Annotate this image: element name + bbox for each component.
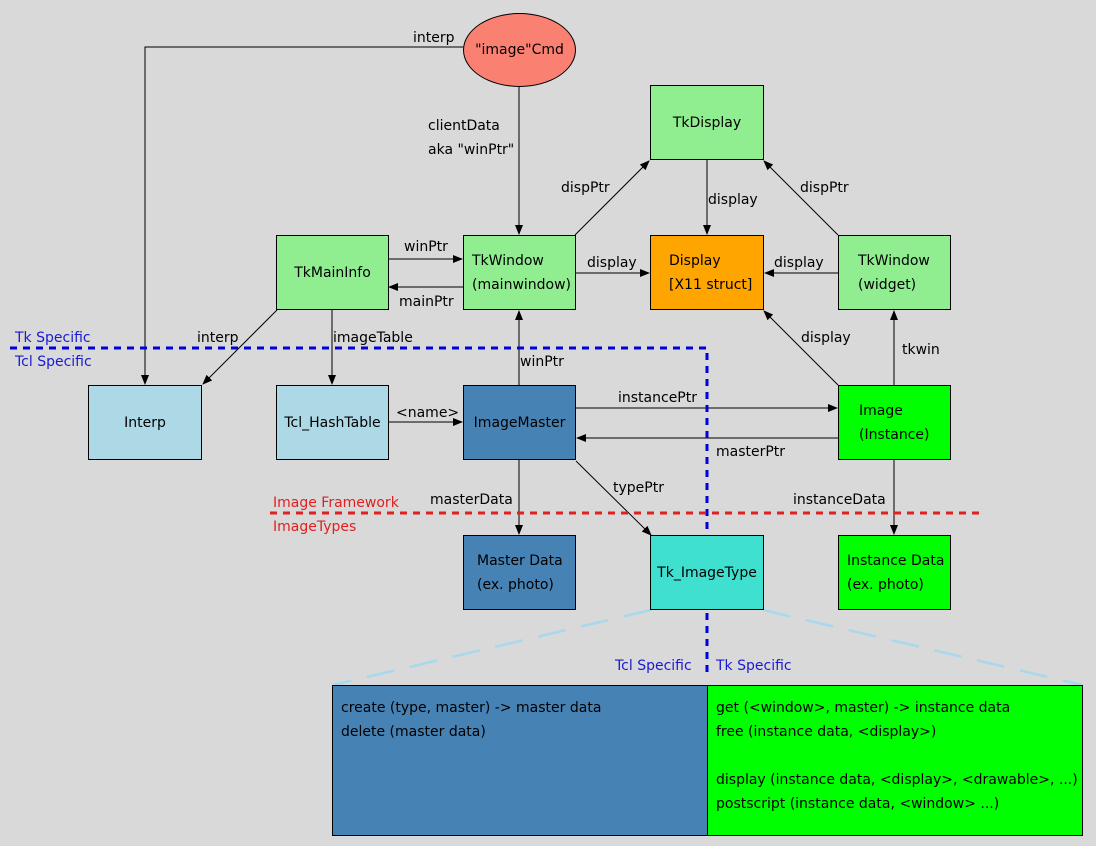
master-data-line2: (ex. photo) [477, 576, 554, 593]
interp-node: Interp [88, 385, 202, 460]
image-instance-line2: (Instance) [859, 426, 930, 443]
edge-label-master-ptr: masterPtr [716, 444, 786, 460]
edge-label-instance-data: instanceData [793, 492, 886, 508]
proc-create: create (type, master) -> master data [341, 700, 602, 716]
edge-label-disp-ptr-right: dispPtr [800, 180, 849, 196]
edge-disp-ptr-left [574, 160, 650, 236]
edge-label-disp-ptr-left: dispPtr [561, 180, 610, 196]
edge-label-master-data: masterData [430, 492, 513, 508]
edge-disp-ptr-right [763, 160, 839, 236]
edge-label-image-table: imageTable [333, 330, 413, 346]
tcl-hash-table-node: Tcl_HashTable [276, 385, 389, 460]
image-master-node: ImageMaster [463, 385, 576, 460]
instance-data-line1: Instance Data [847, 552, 945, 569]
tcl-procs-panel: create (type, master) -> master data del… [332, 685, 708, 836]
tk-window-main-line1: TkWindow [472, 252, 544, 269]
edge-label-tkwin: tkwin [902, 342, 940, 358]
proc-free: free (instance data, <display>) [716, 724, 937, 740]
interp-label: Interp [124, 414, 166, 431]
tk-display-node: TkDisplay [650, 85, 764, 160]
image-cmd-label: "image"Cmd [475, 42, 564, 58]
image-instance-line1: Image [859, 402, 903, 419]
image-master-label: ImageMaster [473, 414, 566, 431]
edge-display-diag [763, 310, 839, 386]
proc-get: get (<window>, master) -> instance data [716, 700, 1011, 716]
region-label-tk-specific-bottom: Tk Specific [716, 658, 792, 674]
tcl-hash-table-label: Tcl_HashTable [284, 414, 381, 431]
display-struct-node: Display [X11 struct] [650, 235, 764, 310]
tk-display-label: TkDisplay [672, 114, 742, 131]
proc-spacer [716, 744, 1074, 768]
edge-label-instance-ptr: instancePtr [618, 390, 697, 406]
proc-display: display (instance data, <display>, <draw… [716, 772, 1078, 788]
tk-window-widget-line2: (widget) [858, 276, 917, 293]
edge-label-win-ptr: winPtr [404, 239, 448, 255]
edge-label-win-ptr-vertical: winPtr [520, 354, 564, 370]
proc-postscript: postscript (instance data, <window> ...) [716, 796, 1000, 812]
edge-interp-mid [202, 309, 278, 385]
display-struct-line2: [X11 struct] [669, 276, 753, 293]
region-label-image-framework: Image Framework [273, 495, 399, 511]
tk-window-widget-node: TkWindow (widget) [838, 235, 951, 310]
edge-label-display-left: display [587, 255, 637, 271]
edge-label-client-data: clientData [428, 118, 500, 134]
image-cmd-node: "image"Cmd [463, 13, 576, 87]
tk-main-info-node: TkMainInfo [276, 235, 389, 310]
zoom-line-right [762, 608, 1083, 687]
image-instance-node: Image (Instance) [838, 385, 951, 460]
edge-label-type-ptr: typePtr [613, 480, 664, 496]
edge-label-name: <name> [396, 405, 460, 421]
edge-label-display-top: display [708, 192, 758, 208]
region-label-tcl-specific-left: Tcl Specific [15, 354, 92, 370]
edge-label-aka-winptr: aka "winPtr" [428, 142, 515, 158]
edge-label-interp-mid: interp [197, 330, 239, 346]
tk-window-main-line2: (mainwindow) [472, 276, 572, 293]
edge-type-ptr [575, 460, 652, 536]
tk-window-main-node: TkWindow (mainwindow) [463, 235, 576, 310]
region-label-tcl-specific-bottom: Tcl Specific [615, 658, 692, 674]
edge-label-display-right: display [774, 255, 824, 271]
region-label-image-types: ImageTypes [273, 519, 357, 535]
edge-label-interp-top: interp [413, 30, 455, 46]
tk-image-type-label: Tk_ImageType [657, 564, 757, 581]
edge-label-display-diag: display [801, 330, 851, 346]
instance-data-line2: (ex. photo) [847, 576, 924, 593]
zoom-line-left [332, 608, 652, 687]
tk-procs-panel: get (<window>, master) -> instance data … [707, 685, 1083, 836]
instance-data-node: Instance Data (ex. photo) [838, 535, 951, 610]
master-data-node: Master Data (ex. photo) [463, 535, 576, 610]
tk-image-type-node: Tk_ImageType [650, 535, 764, 610]
edge-interp-top [141, 46, 463, 385]
edge-label-main-ptr: mainPtr [399, 294, 454, 310]
tk-main-info-label: TkMainInfo [294, 264, 371, 281]
display-struct-line1: Display [669, 252, 721, 269]
region-label-tk-specific-left: Tk Specific [15, 330, 91, 346]
proc-delete: delete (master data) [341, 724, 486, 740]
tk-window-widget-line1: TkWindow [858, 252, 930, 269]
master-data-line1: Master Data [477, 552, 563, 569]
